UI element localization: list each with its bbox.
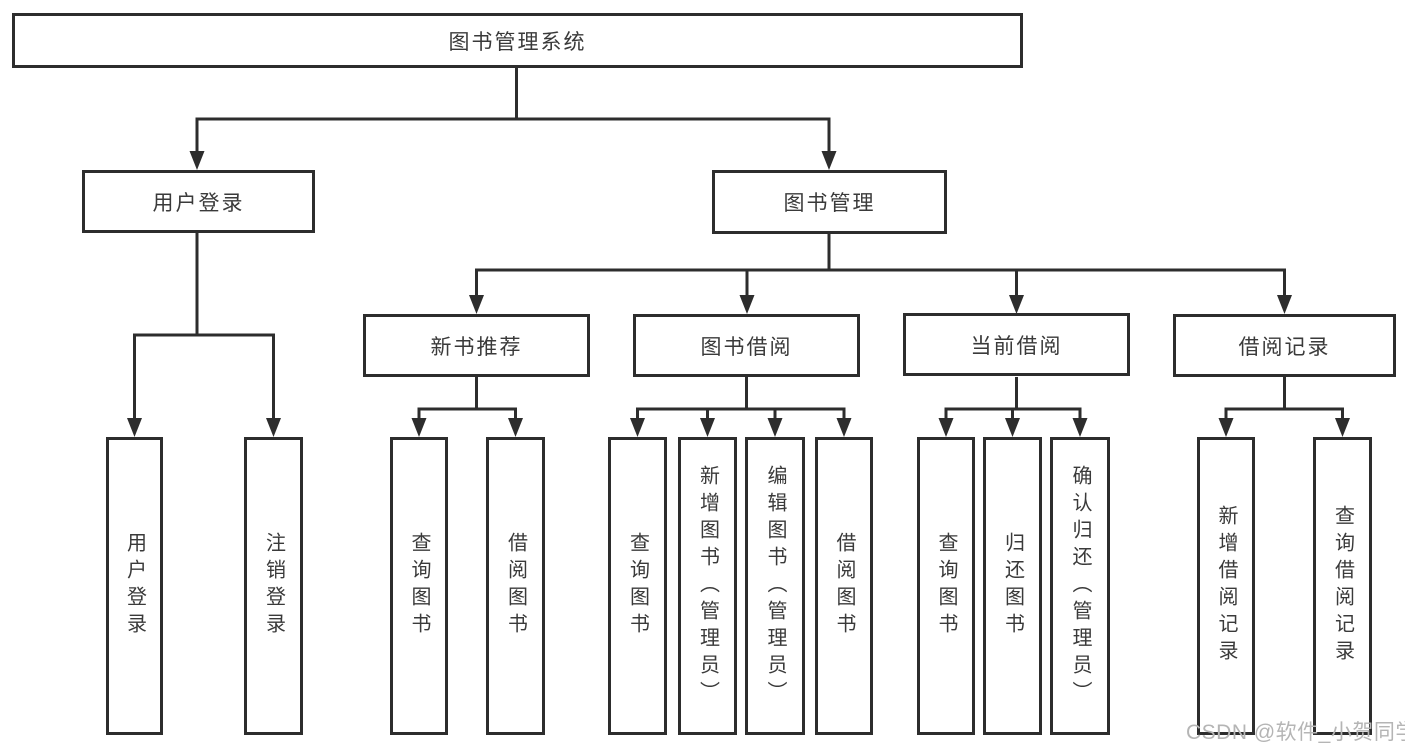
csdn-watermark: CSDN @软件_小贺同学 bbox=[1186, 721, 1405, 744]
leaf-borrowing-edit-books: 编辑图书（管理员） bbox=[745, 437, 805, 735]
leaf-recommend-query-books-label: 查询图书 bbox=[408, 532, 430, 640]
leaf-current-return-books: 归还图书 bbox=[983, 437, 1042, 735]
connector-lines bbox=[133, 68, 1344, 425]
leaf-records-query-record: 查询借阅记录 bbox=[1313, 437, 1372, 735]
leaf-records-query-record-label: 查询借阅记录 bbox=[1331, 505, 1354, 667]
leaf-current-return-books-label: 归还图书 bbox=[1001, 532, 1024, 640]
node-user-login: 用户登录 bbox=[82, 170, 315, 233]
leaf-login: 用户登录 bbox=[106, 437, 163, 735]
node-book-management: 图书管理 bbox=[712, 170, 947, 234]
leaf-borrowing-borrow-books-label: 借阅图书 bbox=[833, 532, 855, 640]
leaf-borrowing-add-books: 新增图书（管理员） bbox=[678, 437, 737, 735]
leaf-logout: 注销登录 bbox=[244, 437, 303, 735]
leaf-current-confirm-return: 确认归还（管理员） bbox=[1050, 437, 1110, 735]
leaf-current-query-books: 查询图书 bbox=[917, 437, 975, 735]
node-book-borrowing: 图书借阅 bbox=[633, 314, 860, 377]
leaf-borrowing-borrow-books: 借阅图书 bbox=[815, 437, 873, 735]
node-new-book-recommend-label: 新书推荐 bbox=[430, 335, 523, 359]
node-new-book-recommend: 新书推荐 bbox=[363, 314, 590, 377]
node-borrow-records: 借阅记录 bbox=[1173, 314, 1396, 377]
node-current-borrowing-label: 当前借阅 bbox=[970, 334, 1063, 358]
leaf-logout-label: 注销登录 bbox=[262, 532, 285, 640]
leaf-recommend-borrow-books-label: 借阅图书 bbox=[504, 532, 527, 640]
node-root: 图书管理系统 bbox=[12, 13, 1023, 68]
node-root-label: 图书管理系统 bbox=[448, 30, 587, 54]
leaf-recommend-borrow-books: 借阅图书 bbox=[486, 437, 545, 735]
leaf-login-label: 用户登录 bbox=[123, 532, 146, 640]
node-current-borrowing: 当前借阅 bbox=[903, 313, 1130, 376]
node-borrow-records-label: 借阅记录 bbox=[1238, 335, 1331, 359]
leaf-borrowing-query-books-label: 查询图书 bbox=[626, 532, 649, 640]
leaf-records-add-record-label: 新增借阅记录 bbox=[1215, 505, 1237, 667]
leaf-current-query-books-label: 查询图书 bbox=[935, 532, 957, 640]
node-user-login-label: 用户登录 bbox=[152, 191, 245, 215]
node-book-management-label: 图书管理 bbox=[783, 192, 876, 215]
leaf-records-add-record: 新增借阅记录 bbox=[1197, 437, 1255, 735]
node-book-borrowing-label: 图书借阅 bbox=[700, 335, 793, 359]
leaf-borrowing-add-books-label: 新增图书（管理员） bbox=[696, 464, 719, 708]
leaf-borrowing-query-books: 查询图书 bbox=[608, 437, 667, 735]
leaf-borrowing-edit-books-label: 编辑图书（管理员） bbox=[764, 464, 786, 708]
leaf-recommend-query-books: 查询图书 bbox=[390, 437, 448, 735]
leaf-current-confirm-return-label: 确认归还（管理员） bbox=[1069, 464, 1091, 708]
